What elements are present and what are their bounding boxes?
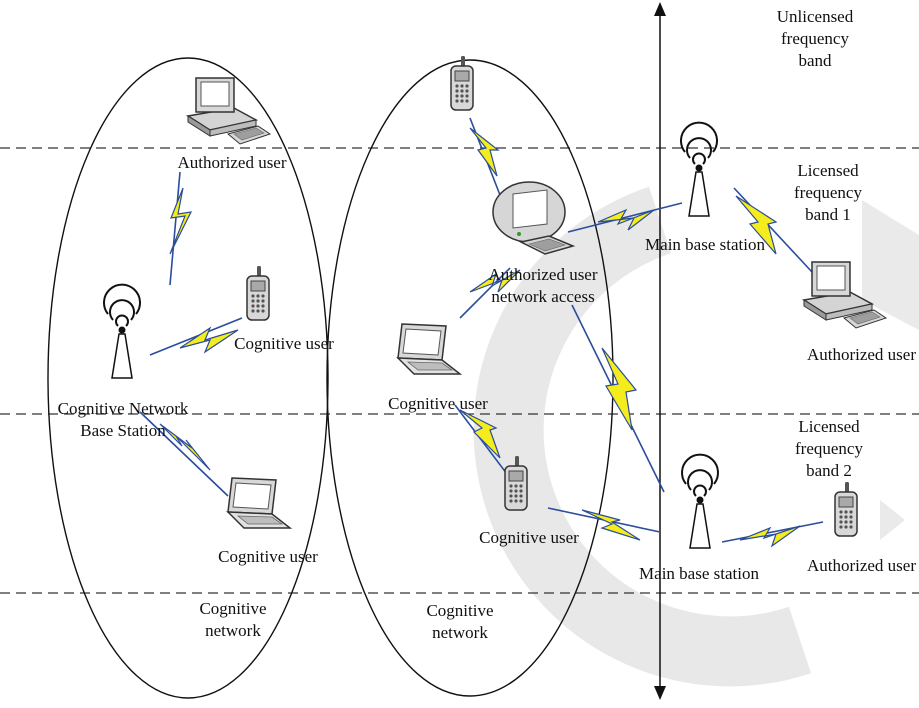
left-cognitive-user-laptop-icon bbox=[227, 477, 291, 529]
left-authorized-user-pc-icon bbox=[187, 77, 271, 145]
left-cognitive-user-phone-label: Cognitive user bbox=[234, 334, 334, 353]
middle-cognitive-user-laptop-label: Cognitive user bbox=[388, 394, 488, 413]
left-network-label: Cognitive network bbox=[199, 599, 267, 640]
middle-cognitive-user-laptop-icon bbox=[397, 323, 461, 375]
cognitive-base-station-label: Cognitive Network Base Station bbox=[57, 399, 189, 440]
access-point-crt-icon bbox=[492, 181, 574, 255]
middle-network-label: Cognitive network bbox=[426, 601, 494, 642]
band-separator-lines bbox=[0, 147, 919, 594]
middle-phone-icon bbox=[450, 55, 474, 111]
band-label-unlicensed: Unlicensed frequency band bbox=[776, 7, 854, 70]
left-authorized-user-label: Authorized user bbox=[177, 153, 287, 172]
vertical-axis-arrow bbox=[654, 2, 666, 700]
middle-network-ellipse bbox=[326, 59, 614, 697]
main-base-station-1-tower-icon bbox=[680, 121, 718, 217]
band-label-licensed-2: Licensed frequency band 2 bbox=[795, 417, 863, 480]
left-cognitive-user-laptop-label: Cognitive user bbox=[218, 547, 318, 566]
left-cognitive-user-phone-icon bbox=[246, 265, 270, 321]
main-base-station-2-tower-icon bbox=[681, 453, 719, 549]
main-base-station-2-label: Main base station bbox=[639, 564, 759, 583]
cognitive-base-station-tower-icon bbox=[103, 283, 141, 379]
middle-cognitive-user-phone-label: Cognitive user bbox=[479, 528, 579, 547]
main-base-station-1-label: Main base station bbox=[645, 235, 765, 254]
left-network-ellipse bbox=[47, 57, 329, 699]
right-authorized-user-pc-label: Authorized user bbox=[806, 345, 916, 364]
right-authorized-user-phone-icon bbox=[834, 481, 858, 537]
right-authorized-user-phone-label: Authorized user bbox=[806, 556, 916, 575]
lightning-bolts bbox=[159, 127, 801, 548]
band-label-licensed-1: Licensed frequency band 1 bbox=[794, 161, 862, 224]
access-point-label: Authorized user network access bbox=[488, 265, 598, 306]
